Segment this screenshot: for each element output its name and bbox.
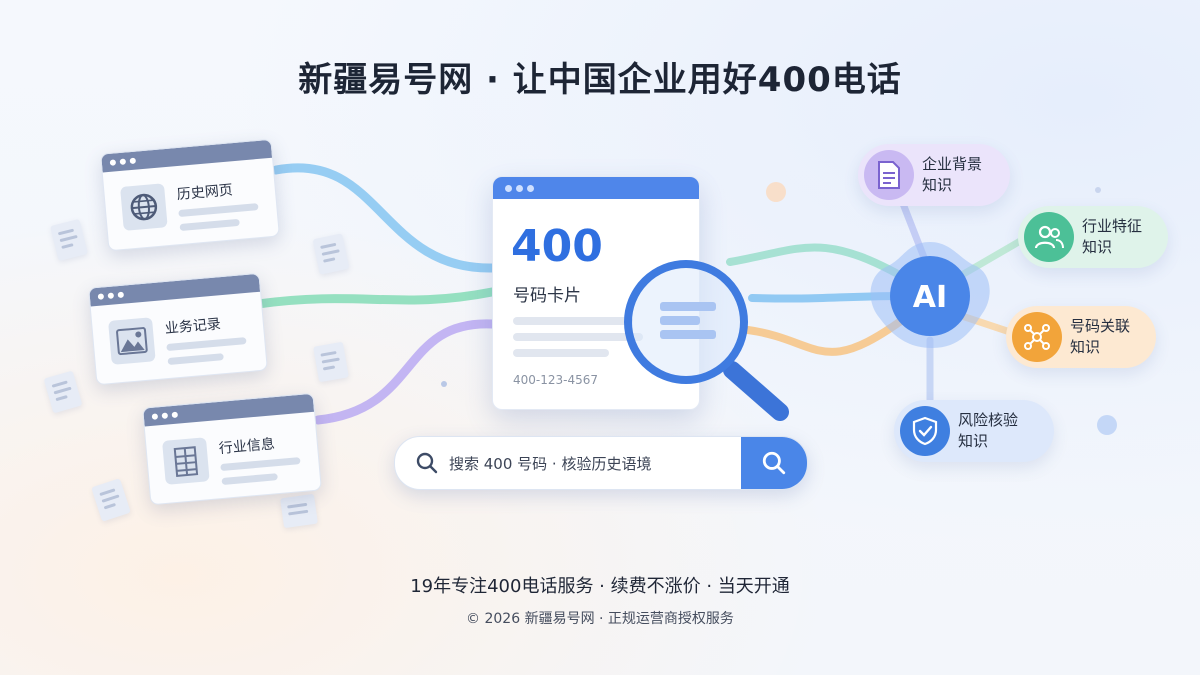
decorative-doc-icon: [313, 341, 349, 383]
knowledge-relation[interactable]: 号码关联知识: [1006, 306, 1156, 368]
knowledge-title: 企业背景: [922, 155, 983, 173]
window-titlebar: [493, 177, 699, 199]
search-input[interactable]: 搜索 400 号码 · 核验历史语境: [449, 455, 652, 473]
number-prefix: 400: [511, 221, 603, 272]
knowledge-title: 风险核验: [958, 411, 1019, 429]
source-card-business[interactable]: 业务记录: [88, 272, 268, 386]
source-label: 历史网页: [176, 182, 234, 204]
copyright: © 2026 新疆易号网 · 正规运营商授权服务: [466, 611, 734, 627]
source-card-industry[interactable]: 行业信息: [142, 392, 322, 506]
knowledge-industry[interactable]: 行业特征知识: [1018, 206, 1168, 268]
knowledge-title: 号码关联: [1070, 317, 1131, 335]
globe-icon: [120, 183, 168, 231]
network-icon: [1012, 312, 1062, 362]
search-icon: [416, 452, 438, 474]
knowledge-subtitle: 知识: [1082, 238, 1113, 256]
knowledge-enterprise[interactable]: 企业背景知识: [858, 144, 1010, 206]
knowledge-title: 行业特征: [1082, 217, 1143, 235]
source-card-history[interactable]: 历史网页: [100, 138, 280, 252]
ai-hub[interactable]: AI: [860, 236, 1000, 356]
knowledge-risk[interactable]: 风险核验知识: [894, 400, 1054, 462]
source-label: 业务记录: [164, 316, 222, 338]
image-icon: [108, 317, 156, 365]
ai-label: AI: [913, 280, 947, 315]
source-label: 行业信息: [218, 436, 276, 458]
knowledge-subtitle: 知识: [958, 432, 989, 450]
tagline: 19年专注400电话服务 · 续费不涨价 · 当天开通: [410, 576, 790, 597]
knowledge-subtitle: 知识: [1070, 338, 1101, 356]
page-title: 新疆易号网 · 让中国企业用好400电话: [298, 60, 902, 100]
phone-number: 400-123-4567: [513, 373, 599, 387]
users-icon: [1024, 212, 1074, 262]
search-bar[interactable]: 搜索 400 号码 · 核验历史语境: [394, 436, 808, 490]
card-subtitle: 号码卡片: [513, 286, 581, 306]
knowledge-subtitle: 知识: [922, 176, 953, 194]
search-icon: [762, 451, 786, 475]
magnifier-icon: [624, 260, 789, 421]
shield-icon: [900, 406, 950, 456]
document-icon: [864, 150, 914, 200]
search-button[interactable]: [741, 437, 807, 489]
building-icon: [162, 437, 210, 485]
decorative-doc-icon: [280, 493, 318, 529]
